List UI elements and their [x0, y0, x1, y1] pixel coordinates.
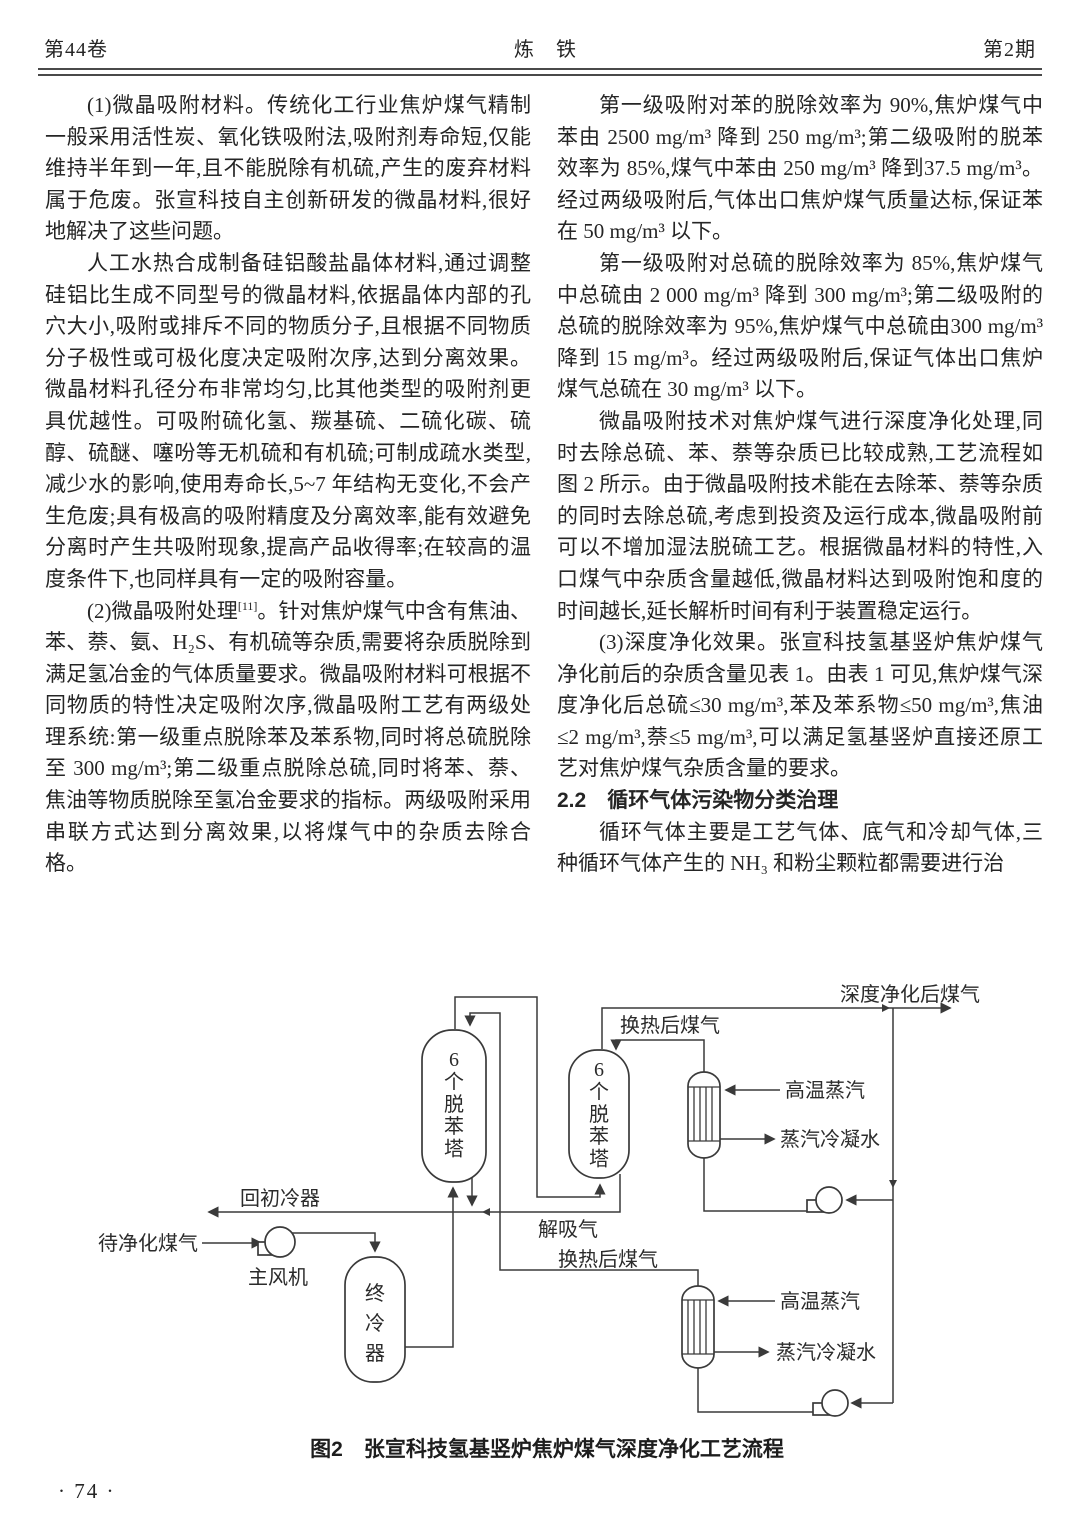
hx-top-tubes	[693, 1087, 713, 1141]
main-fan-symbol	[257, 1226, 296, 1258]
label-condensate-bottom: 蒸汽冷凝水	[776, 1341, 876, 1364]
label-hx-gas-top: 换热后煤气	[620, 1014, 720, 1037]
hx-bottom-tubesheets	[682, 1299, 714, 1355]
label-raw-gas: 待净化煤气	[98, 1232, 198, 1255]
final-cooler-vessel	[344, 1256, 406, 1383]
pipe-tower1-to-tower2	[454, 996, 606, 1198]
section-heading-2-2: 2.2 循环气体污染物分类治理	[557, 789, 839, 813]
heat-exchanger-top	[687, 1071, 721, 1159]
figure-caption: 图2 张宣科技氢基竖炉焦炉煤气深度净化工艺流程	[310, 1437, 784, 1461]
paragraph-purification-effect: (3)深度净化效果。张宣科技氢基竖炉焦炉煤气净化前后的杂质含量见表 1。由表 1…	[557, 630, 1043, 781]
paragraph-sulfur-removal: 第一级吸附对总硫的脱除效率为 85%,焦炉煤气中总硫由 2 000 mg/m³ …	[557, 250, 1043, 402]
arrow-desorb-left	[482, 1208, 490, 1216]
paragraph-adsorption-material: (1)微晶吸附材料。传统化工行业焦炉煤气精制一般采用活性炭、氧化铁吸附法,吸附剂…	[45, 93, 531, 244]
pipe-pump2-to-hx2	[697, 1368, 813, 1413]
paragraph-crystal-synthesis: 人工水热合成制备硅铝酸盐晶体材料,通过调整硅铝比生成不同型号的微晶材料,依据晶体…	[45, 250, 531, 591]
arrow-recycle-down	[889, 1180, 897, 1188]
label-hot-steam-top: 高温蒸汽	[785, 1079, 865, 1102]
label-purified-gas: 深度净化后煤气	[840, 983, 980, 1006]
pipe-pump1-to-hx1	[703, 1158, 807, 1212]
process-flow-diagram: 待净化煤气 主风机 回初冷器 解吸气 换热后煤气 换热后煤气 深度净化后煤气 高…	[98, 983, 980, 1461]
journal-title: 炼 铁	[514, 39, 577, 61]
pipe-fan-to-final-cooler	[292, 1232, 381, 1253]
volume-label: 第44卷	[44, 39, 108, 61]
tower2-vessel	[568, 1049, 630, 1179]
paragraph-deep-purification-process: 微晶吸附技术对焦炉煤气进行深度净化处理,同时去除总硫、苯、萘等杂质已比较成熟,工…	[557, 408, 1043, 623]
article-body: (1)微晶吸附材料。传统化工行业焦炉煤气精制一般采用活性炭、氧化铁吸附法,吸附剂…	[45, 90, 1043, 880]
pipe-cooler-to-tower1	[405, 1186, 459, 1348]
left-column: (1)微晶吸附材料。传统化工行业焦炉煤气精制一般采用活性炭、氧化铁吸附法,吸附剂…	[45, 90, 531, 880]
page-header: 第44卷 炼 铁 第2期	[44, 33, 1036, 62]
page-number: · 74 ·	[58, 1479, 116, 1503]
label-condensate-top: 蒸汽冷凝水	[780, 1128, 880, 1151]
pipe-desorbed-gas-line	[207, 1174, 621, 1218]
tower1-vessel	[421, 1029, 487, 1183]
paragraph-adsorption-treatment: (2)微晶吸附处理[11]。针对焦炉煤气中含有焦油、苯、萘、氨、H₂S、有机硫等…	[45, 598, 531, 876]
label-hx-gas-bottom: 换热后煤气	[558, 1248, 658, 1271]
label-to-initial-cooler: 回初冷器	[240, 1187, 320, 1210]
label-final-cooler: 终冷器	[365, 1282, 385, 1365]
pipe-hx2-to-tower1	[464, 1012, 699, 1286]
pump-bottom-symbol	[812, 1389, 849, 1417]
paragraph-benzene-removal: 第一级吸附对苯的脱除效率为 90%,焦炉煤气中苯由 2500 mg/m³ 降到 …	[557, 93, 1043, 244]
right-column: 第一级吸附对苯的脱除效率为 90%,焦炉煤气中苯由 2500 mg/m³ 降到 …	[557, 90, 1043, 880]
pipe-hx1-to-tower2	[610, 1039, 705, 1072]
label-main-fan: 主风机	[248, 1266, 308, 1289]
pump-top-symbol	[806, 1186, 843, 1214]
arrow-purified-gas-mid	[882, 1004, 890, 1012]
header-double-rule	[38, 68, 1042, 76]
figure-2: 待净化煤气 主风机 回初冷器 解吸气 换热后煤气 换热后煤气 深度净化后煤气 高…	[40, 970, 1060, 1480]
paragraph-circulating-gas: 循环气体主要是工艺气体、底气和冷却气体,三种循环气体产生的 NH₃ 和粉尘颗粒都…	[557, 819, 1043, 876]
label-hot-steam-bottom: 高温蒸汽	[780, 1290, 860, 1313]
issue-label: 第2期	[983, 39, 1036, 61]
heat-exchanger-bottom	[681, 1285, 715, 1369]
label-desorbed-gas: 解吸气	[538, 1218, 598, 1241]
hx-top-tubesheets	[688, 1086, 720, 1142]
hx-bottom-tubes	[687, 1300, 707, 1354]
pipe-tower2-to-purified-outlet	[601, 1002, 952, 1049]
